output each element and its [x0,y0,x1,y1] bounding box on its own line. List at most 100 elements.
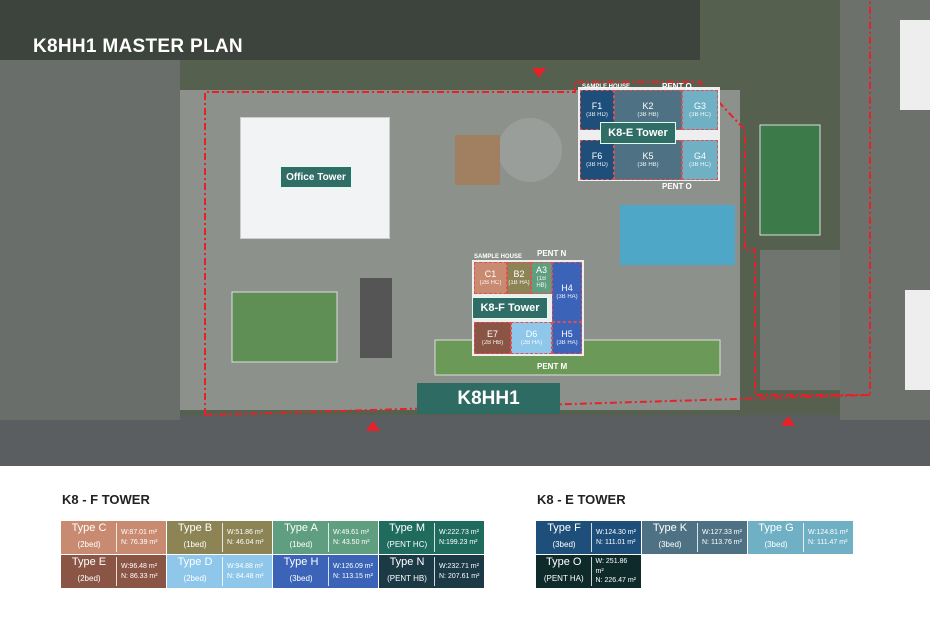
type-beds: (PENT HA) [543,573,584,583]
unit-type: (3B HB) [637,161,659,168]
type-beds: (3bed) [552,539,576,549]
unit-type: (3B HA) [556,339,578,346]
type-beds: (2bed) [183,573,207,583]
net-area: N: 86.33 m² [121,572,158,580]
net-area: N: 113.76 m² [702,538,742,546]
unit-id: K2 [642,100,654,111]
type-name: Type O [546,556,582,569]
type-name: Type K [652,522,688,535]
unit-f1[interactable]: F1(3B HD) [580,90,614,130]
unit-id: B2 [513,268,525,279]
gross-area: W: 251.86 m² [595,557,628,575]
unit-d6[interactable]: D6(2B HA) [511,322,552,354]
project-label: K8HH1 [417,383,560,414]
type-name: Type E [71,556,107,569]
net-area: N: 43.50 m² [333,538,370,546]
net-area: N: 76.39 m² [121,538,158,546]
entrance-marker [532,68,546,78]
type-name: Type C [71,522,107,535]
unit-k5[interactable]: K5(3B HB) [614,140,682,180]
gross-area: W:222.73 m² [439,528,479,536]
type-beds: (1bed) [289,539,313,549]
type-name: Type B [177,522,213,535]
net-area: N: 113.15 m² [333,572,373,580]
unit-a3[interactable]: A3(1B HB) [531,262,552,294]
type-name: Type H [283,556,319,569]
unit-type: (3B HC) [689,161,711,168]
legend-type-e: Type E (2bed) W:96.48 m² N: 86.33 m² [61,555,166,588]
sample-house-label: SAMPLE HOUSE [582,84,631,90]
type-beds: (PENT HB) [387,573,427,583]
master-plan-map: Office Tower K8HH1 MASTER PLAN SAMPLE HO… [0,0,930,466]
pent-label: PENT M [537,362,568,371]
net-area: N: 226.47 m² [595,577,636,585]
unit-id: G3 [693,100,706,111]
unit-h4[interactable]: H4(3B HA) [552,262,582,322]
gross-area: W:127.33 m² [702,528,742,536]
unit-type: (1B HB) [536,276,547,289]
unit-type: (3B HD) [586,111,608,118]
unit-type: (3B HC) [689,111,711,118]
unit-type: (3B HA) [556,293,578,300]
k8-e-tower-label[interactable]: K8-E Tower [600,122,676,144]
unit-id: H5 [561,328,573,339]
unit-g4[interactable]: G4(3B HC) [682,140,718,180]
unit-id: G4 [693,150,706,161]
gross-area: W:94.88 m² [227,562,264,570]
gross-area: W:124.30 m² [596,528,636,536]
office-tower-label: Office Tower [280,166,352,188]
gross-area: W:232.71 m² [439,562,479,570]
unit-h5[interactable]: H5(3B HA) [552,322,582,354]
f-tower-legend: Type C (2bed) W:87.01 m² N: 76.39 m² Type B (… [61,521,484,588]
net-area: N: 84.48 m² [227,572,264,580]
pent-label: PENT O [662,182,692,191]
unit-c1[interactable]: C1(2B HC) [474,262,507,294]
type-name: Type N [389,556,425,569]
legend-type-c: Type C (2bed) W:87.01 m² N: 76.39 m² [61,521,166,554]
type-beds: (2bed) [77,573,101,583]
unit-id: H4 [561,282,573,293]
e-tower-legend-title: K8 - E TOWER [537,492,626,507]
unit-type: (2B HB) [481,339,504,346]
unit-id: K5 [642,150,654,161]
gross-area: W:124.81 m² [808,528,848,536]
unit-b2[interactable]: B2(1B HA) [507,262,531,294]
type-name: Type F [547,522,581,535]
unit-type: (3B HB) [637,111,659,118]
unit-g3[interactable]: G3(3B HC) [682,90,718,130]
sample-house-label: SAMPLE HOUSE [474,254,523,260]
unit-id: F1 [591,100,603,111]
type-beds: (3bed) [289,573,313,583]
net-area: N: 111.47 m² [808,538,848,546]
unit-id: A3 [535,265,547,276]
k8-f-tower-label[interactable]: K8-F Tower [472,297,548,319]
unit-id: E7 [486,328,498,339]
type-name: Type D [177,556,213,569]
entrance-marker [781,416,795,426]
legend-type-d: Type D (2bed) W:94.88 m² N: 84.48 m² [167,555,272,588]
unit-e7[interactable]: E7(2B HB) [474,322,511,354]
unit-type: (1B HA) [508,279,530,286]
legend-type-f: Type F (3bed) W:124.30 m² N: 111.01 m² [536,521,641,554]
gross-area: W:96.48 m² [121,562,158,570]
legend-type-o: Type O (PENT HA) W: 251.86 m² N: 226.47 m² [536,555,641,588]
unit-id: C1 [484,268,497,279]
f-tower-legend-title: K8 - F TOWER [62,492,150,507]
net-area: N:199.23 m² [439,538,478,546]
unit-f6[interactable]: F6(3B HD) [580,140,614,180]
gross-area: W:49.61 m² [333,528,370,536]
pent-label: PENT O [662,82,692,91]
gross-area: W:87.01 m² [121,528,158,536]
type-beds: (2bed) [77,539,101,549]
map-title: K8HH1 MASTER PLAN [33,36,243,57]
unit-type: (2B HC) [479,279,502,286]
type-name: Type M [388,522,426,535]
net-area: N: 111.01 m² [596,538,636,546]
type-beds: (1bed) [183,539,207,549]
